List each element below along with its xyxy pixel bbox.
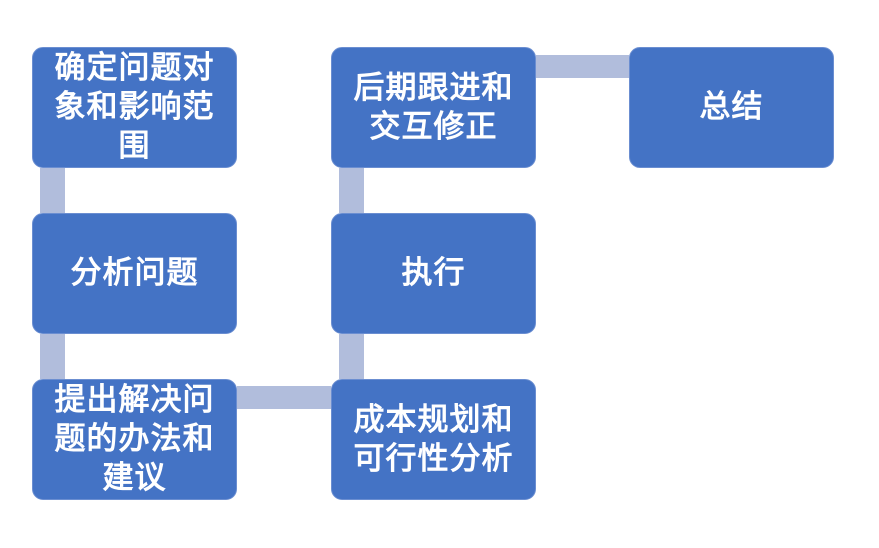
step-execute: 执行 (331, 213, 536, 334)
connector-step2-step3 (40, 334, 65, 379)
step-cost-feasibility-analysis: 成本规划和 可行性分析 (331, 379, 536, 500)
step-summary: 总结 (629, 47, 834, 168)
step-define-problem-scope: 确定问题对 象和影响范 围 (32, 47, 237, 168)
connector-step1-step2 (40, 168, 65, 213)
connector-step3-step4 (237, 386, 331, 409)
connector-step5-step6 (339, 168, 364, 213)
connector-step4-step5 (339, 334, 364, 379)
step-propose-solutions: 提出解决问 题的办法和 建议 (32, 379, 237, 500)
step-follow-up-correction: 后期跟进和 交互修正 (331, 47, 536, 168)
connector-step6-step7 (536, 55, 629, 78)
step-analyze-problem: 分析问题 (32, 213, 237, 334)
